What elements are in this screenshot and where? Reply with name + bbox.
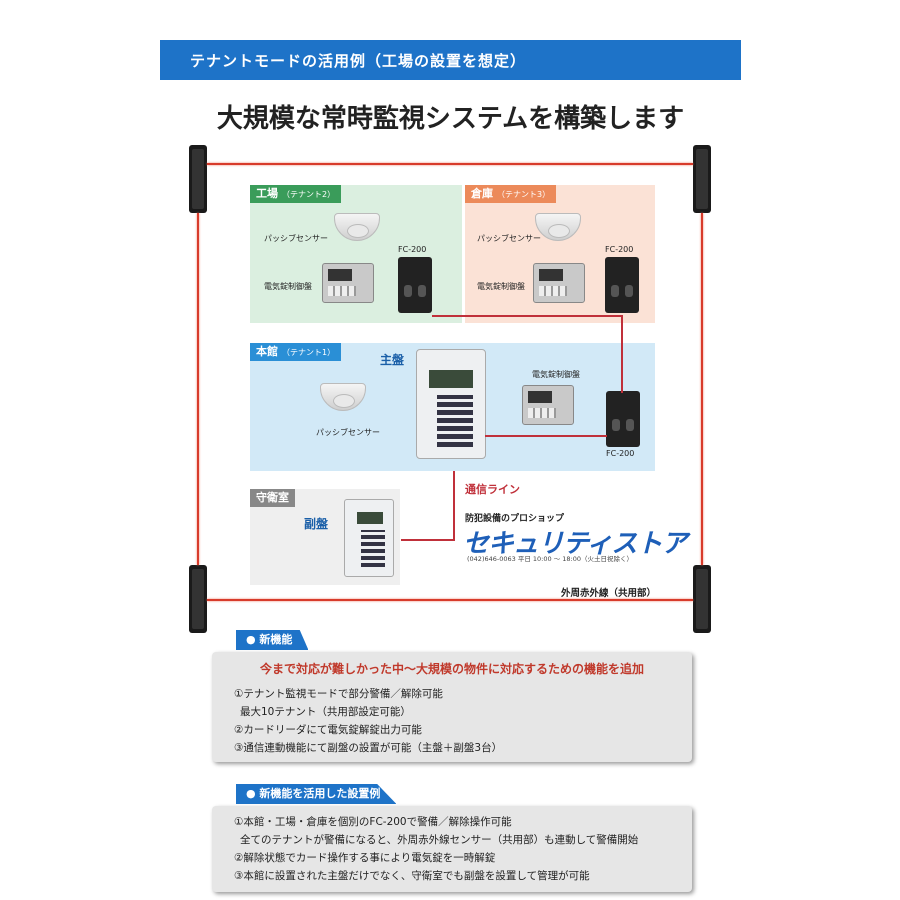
- feature-new-line-1: ①テナント監視モードで部分警備／解除可能: [234, 688, 443, 700]
- fc200-icon: [398, 257, 432, 313]
- shop-contact: (042)646-0063 平日 10:00 ～ 18:00（火土日祝除く）: [467, 555, 634, 563]
- feature-box-new: 今まで対応が難しかった中～大規模の物件に対応するための機能を追加 ①テナント監視…: [212, 652, 692, 762]
- header-band: [160, 40, 741, 80]
- ir-beam-top: [207, 163, 693, 165]
- sub-panel-screen: [357, 512, 383, 524]
- warehouse-sensor-label: パッシブセンサー: [477, 234, 541, 243]
- wire-comm-horizontal: [401, 539, 455, 541]
- ir-beam-bottom: [207, 599, 693, 601]
- sub-panel-label: 副盤: [304, 517, 329, 531]
- header-title: テナントモードの活用例（工場の設置を想定）: [190, 52, 527, 70]
- feature-example-line-1: ①本館・工場・倉庫を個別のFC-200で警備／解除操作可能: [234, 816, 512, 828]
- factory-sensor-label: パッシブセンサー: [264, 234, 328, 243]
- ir-post-top-left: [189, 145, 207, 213]
- ir-beam-left: [197, 213, 199, 565]
- warehouse-fc200-label: FC-200: [605, 245, 634, 254]
- feature-new-line-2: 最大10テナント（共用部設定可能）: [240, 706, 411, 718]
- passive-sensor-icon: [320, 383, 366, 411]
- wire-factory-warehouse: [432, 315, 622, 317]
- zone-warehouse-label: 倉庫（テナント3）: [465, 185, 557, 203]
- lock-controller-icon: [522, 385, 574, 425]
- zone-guard-label: 守衛室: [250, 489, 295, 507]
- feature-new-line-4: ③通信連動機能にて副盤の設置が可能（主盤＋副盤3台）: [234, 742, 503, 754]
- main-lock-label: 電気錠制御盤: [532, 370, 580, 379]
- wire-trunk-vertical: [621, 315, 623, 393]
- main-fc200-label: FC-200: [606, 449, 635, 458]
- fc200-icon: [606, 391, 640, 447]
- feature-new-heading: 今まで対応が難しかった中～大規模の物件に対応するための機能を追加: [259, 662, 644, 676]
- comm-line-label: 通信ライン: [465, 483, 520, 496]
- ir-post-bottom-right: [693, 565, 711, 633]
- feature-box-example: ①本館・工場・倉庫を個別のFC-200で警備／解除操作可能 全てのテナントが警備…: [212, 806, 692, 892]
- zone-warehouse: 倉庫（テナント3） パッシブセンサー 電気錠制御盤 FC-200: [465, 185, 655, 323]
- ir-beam-right: [701, 213, 703, 565]
- page: テナントモードの活用例（工場の設置を想定） 大規模な常時監視システムを構築します…: [160, 0, 741, 900]
- system-diagram: 工場（テナント2） パッシブセンサー 電気錠制御盤 FC-200 倉庫（テナント…: [185, 145, 715, 635]
- main-panel-screen: [429, 370, 473, 388]
- wire-main-fc: [485, 435, 607, 437]
- sub-panel-keypad: [361, 530, 385, 570]
- zone-factory: 工場（テナント2） パッシブセンサー 電気錠制御盤 FC-200: [250, 185, 462, 323]
- zone-factory-label: 工場（テナント2）: [250, 185, 342, 203]
- main-panel-icon: [416, 349, 486, 459]
- feature-example-line-3: ②解除状態でカード操作する事により電気錠を一時解錠: [234, 852, 496, 864]
- lock-controller-icon: [322, 263, 374, 303]
- wire-comm-vertical: [453, 471, 455, 539]
- feature-new-line-3: ②カードリーダにて電気錠解錠出力可能: [234, 724, 422, 736]
- sub-panel-icon: [344, 499, 394, 577]
- feature-example-line-4: ③本館に設置された主盤だけでなく、守衛室でも副盤を設置して管理が可能: [234, 870, 590, 882]
- ir-post-top-right: [693, 145, 711, 213]
- main-panel-keypad: [437, 395, 473, 450]
- ir-post-bottom-left: [189, 565, 207, 633]
- main-panel-label: 主盤: [380, 353, 405, 367]
- passive-sensor-icon: [535, 213, 581, 241]
- zone-main-label: 本館（テナント1）: [250, 343, 342, 361]
- perimeter-label: 外周赤外線（共用部）: [561, 588, 657, 599]
- zone-main: 本館（テナント1） パッシブセンサー 主盤 電気錠制御盤 FC-200: [250, 343, 655, 471]
- shop-tagline: 防犯設備のプロショップ: [465, 514, 565, 524]
- passive-sensor-icon: [334, 213, 380, 241]
- feature-tag-new: ● 新機能: [236, 630, 309, 650]
- shop-logo: セキュリティストア: [463, 529, 687, 559]
- zone-guard: 守衛室 副盤: [250, 489, 400, 585]
- main-sensor-label: パッシブセンサー: [316, 428, 380, 437]
- feature-tag-example: ● 新機能を活用した設置例: [236, 784, 397, 804]
- factory-lock-label: 電気錠制御盤: [264, 282, 312, 291]
- header: テナントモードの活用例（工場の設置を想定）: [160, 0, 741, 80]
- warehouse-lock-label: 電気錠制御盤: [477, 282, 525, 291]
- lock-controller-icon: [533, 263, 585, 303]
- factory-fc200-label: FC-200: [398, 245, 427, 254]
- main-title: 大規模な常時監視システムを構築します: [216, 104, 685, 134]
- feature-example-line-2: 全てのテナントが警備になると、外周赤外線センサー（共用部）も連動して警備開始: [240, 834, 639, 846]
- fc200-icon: [605, 257, 639, 313]
